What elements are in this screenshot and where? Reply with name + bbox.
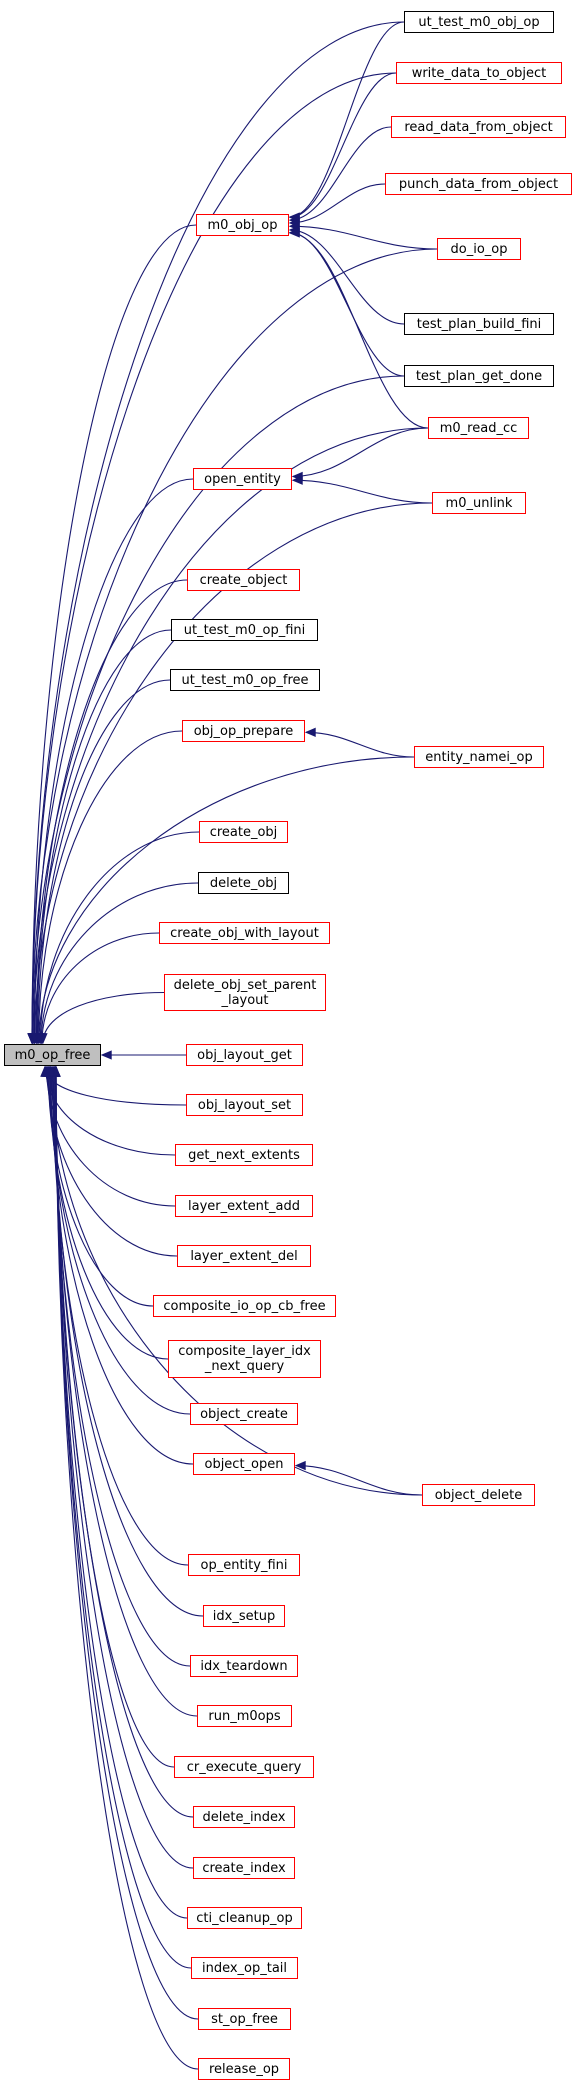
edge-create-object-to-m0-op-free (35, 579, 188, 1044)
edge-open-entity-to-m0-op-free (33, 478, 194, 1044)
edge-m0-read-cc-to-open-entity (292, 427, 429, 477)
edge-arrowhead-obj-layout-get-to-m0-op-free (100, 1050, 112, 1060)
node-idx-setup[interactable]: idx_setup (203, 1605, 285, 1627)
edge-test-plan-build-fini-to-m0-obj-op (289, 229, 405, 325)
node-ut-test-m0-op-fini[interactable]: ut_test_m0_op_fini (171, 619, 318, 641)
node-run-m0ops[interactable]: run_m0ops (197, 1705, 292, 1727)
node-create-index[interactable]: create_index (193, 1857, 295, 1879)
edge-delete-obj-to-m0-op-free (40, 882, 199, 1044)
edge-delete-obj-set-parent-layout-to-m0-op-free (42, 991, 165, 1044)
edge-arrowhead-object-delete-to-m0-op-free (46, 1065, 56, 1077)
node-layer-extent-add[interactable]: layer_extent_add (175, 1195, 313, 1217)
edge-create-index-to-m0-op-free (55, 1066, 194, 1869)
node-m0-unlink[interactable]: m0_unlink (432, 492, 526, 514)
node-index-op-tail[interactable]: index_op_tail (191, 1957, 298, 1979)
edge-m0-obj-op-to-m0-op-free (31, 224, 197, 1044)
node-cti-cleanup-op[interactable]: cti_cleanup_op (187, 1907, 302, 1929)
edge-m0-read-cc-to-m0-op-free (33, 427, 429, 1044)
node-ut-test-m0-obj-op[interactable]: ut_test_m0_obj_op (404, 11, 554, 33)
node-create-object[interactable]: create_object (187, 569, 300, 591)
edge-arrowhead-object-delete-to-object-open (294, 1460, 306, 1471)
node-st-op-free[interactable]: st_op_free (198, 2008, 291, 2030)
node-composite-io-op-cb-free[interactable]: composite_io_op_cb_free (153, 1295, 336, 1317)
node-create-obj-with-layout[interactable]: create_obj_with_layout (159, 922, 330, 944)
node-release-op[interactable]: release_op (198, 2058, 290, 2080)
edge-do-io-op-to-m0-obj-op (289, 225, 438, 250)
edge-m0-read-cc-to-m0-obj-op (289, 232, 429, 429)
node-delete-index[interactable]: delete_index (193, 1806, 295, 1828)
node-delete-obj-set-parent-layout[interactable]: delete_obj_set_parent _layout (164, 974, 326, 1011)
edge-do-io-op-to-m0-op-free (31, 248, 438, 1044)
node-layer-extent-del[interactable]: layer_extent_del (177, 1245, 311, 1267)
edge-write-data-to-object-to-m0-obj-op (289, 72, 397, 218)
edge-create-obj-with-layout-to-m0-op-free (41, 932, 160, 1044)
edge-arrowhead-m0-read-cc-to-m0-obj-op (288, 228, 300, 238)
edge-object-delete-to-object-open (295, 1465, 423, 1496)
node-m0-obj-op[interactable]: m0_obj_op (196, 214, 289, 236)
edge-arrowhead-entity-namei-op-to-m0-op-free (34, 1033, 44, 1045)
node-composite-layer-idx-next-query[interactable]: composite_layer_idx _next_query (168, 1340, 321, 1378)
node-get-next-extents[interactable]: get_next_extents (175, 1144, 313, 1166)
node-object-delete[interactable]: object_delete (422, 1484, 535, 1506)
edge-ut-test-m0-op-free-to-m0-op-free (37, 679, 171, 1044)
node-read-data-from-object[interactable]: read_data_from_object (391, 116, 566, 138)
node-punch-data-from-object[interactable]: punch_data_from_object (385, 173, 572, 195)
edge-m0-unlink-to-open-entity (292, 479, 433, 504)
node-object-create[interactable]: object_create (190, 1403, 298, 1425)
edge-get-next-extents-to-m0-op-free (45, 1066, 176, 1156)
edge-test-plan-get-done-to-m0-op-free (32, 375, 405, 1044)
node-m0-op-free: m0_op_free (4, 1044, 101, 1066)
edge-obj-layout-set-to-m0-op-free (44, 1066, 187, 1106)
edge-delete-index-to-m0-op-free (55, 1066, 194, 1818)
node-test-plan-get-done[interactable]: test_plan_get_done (404, 365, 554, 387)
node-cr-execute-query[interactable]: cr_execute_query (174, 1756, 314, 1778)
node-delete-obj[interactable]: delete_obj (198, 872, 289, 894)
node-ut-test-m0-op-free[interactable]: ut_test_m0_op_free (170, 669, 320, 691)
node-write-data-to-object[interactable]: write_data_to_object (396, 62, 562, 84)
edge-arrowhead-m0-unlink-to-open-entity (291, 475, 303, 485)
node-idx-teardown[interactable]: idx_teardown (190, 1655, 298, 1677)
node-do-io-op[interactable]: do_io_op (437, 238, 521, 260)
edge-write-data-to-object-to-m0-op-free (31, 72, 397, 1044)
edge-entity-namei-op-to-m0-op-free (38, 756, 415, 1044)
node-m0-read-cc[interactable]: m0_read_cc (428, 417, 529, 439)
node-test-plan-build-fini[interactable]: test_plan_build_fini (404, 313, 554, 335)
edge-read-data-from-object-to-m0-obj-op (289, 126, 392, 221)
node-obj-layout-set[interactable]: obj_layout_set (186, 1094, 303, 1116)
edge-index-op-tail-to-m0-op-free (55, 1066, 192, 1969)
edge-layer-extent-add-to-m0-op-free (45, 1066, 176, 1207)
edge-release-op-to-m0-op-free (55, 1066, 199, 2070)
node-object-open[interactable]: object_open (193, 1453, 295, 1475)
edge-ut-test-m0-obj-op-to-m0-op-free (31, 21, 405, 1044)
edge-object-delete-to-m0-op-free (50, 1066, 423, 1496)
edge-m0-unlink-to-m0-op-free (34, 502, 433, 1044)
edge-arrowhead-entity-namei-op-to-obj-op-prepare (304, 727, 316, 737)
edge-cti-cleanup-op-to-m0-op-free (55, 1066, 188, 1919)
node-create-obj[interactable]: create_obj (199, 821, 288, 843)
node-obj-layout-get[interactable]: obj_layout_get (186, 1044, 303, 1066)
node-open-entity[interactable]: open_entity (193, 468, 292, 490)
node-op-entity-fini[interactable]: op_entity_fini (188, 1554, 300, 1576)
edge-punch-data-from-object-to-m0-obj-op (289, 183, 386, 224)
node-obj-op-prepare[interactable]: obj_op_prepare (182, 720, 305, 742)
edge-ut-test-m0-obj-op-to-m0-obj-op (289, 21, 405, 218)
node-entity-namei-op[interactable]: entity_namei_op (414, 746, 544, 768)
edge-obj-op-prepare-to-m0-op-free (38, 730, 183, 1044)
edge-entity-namei-op-to-obj-op-prepare (305, 731, 415, 758)
